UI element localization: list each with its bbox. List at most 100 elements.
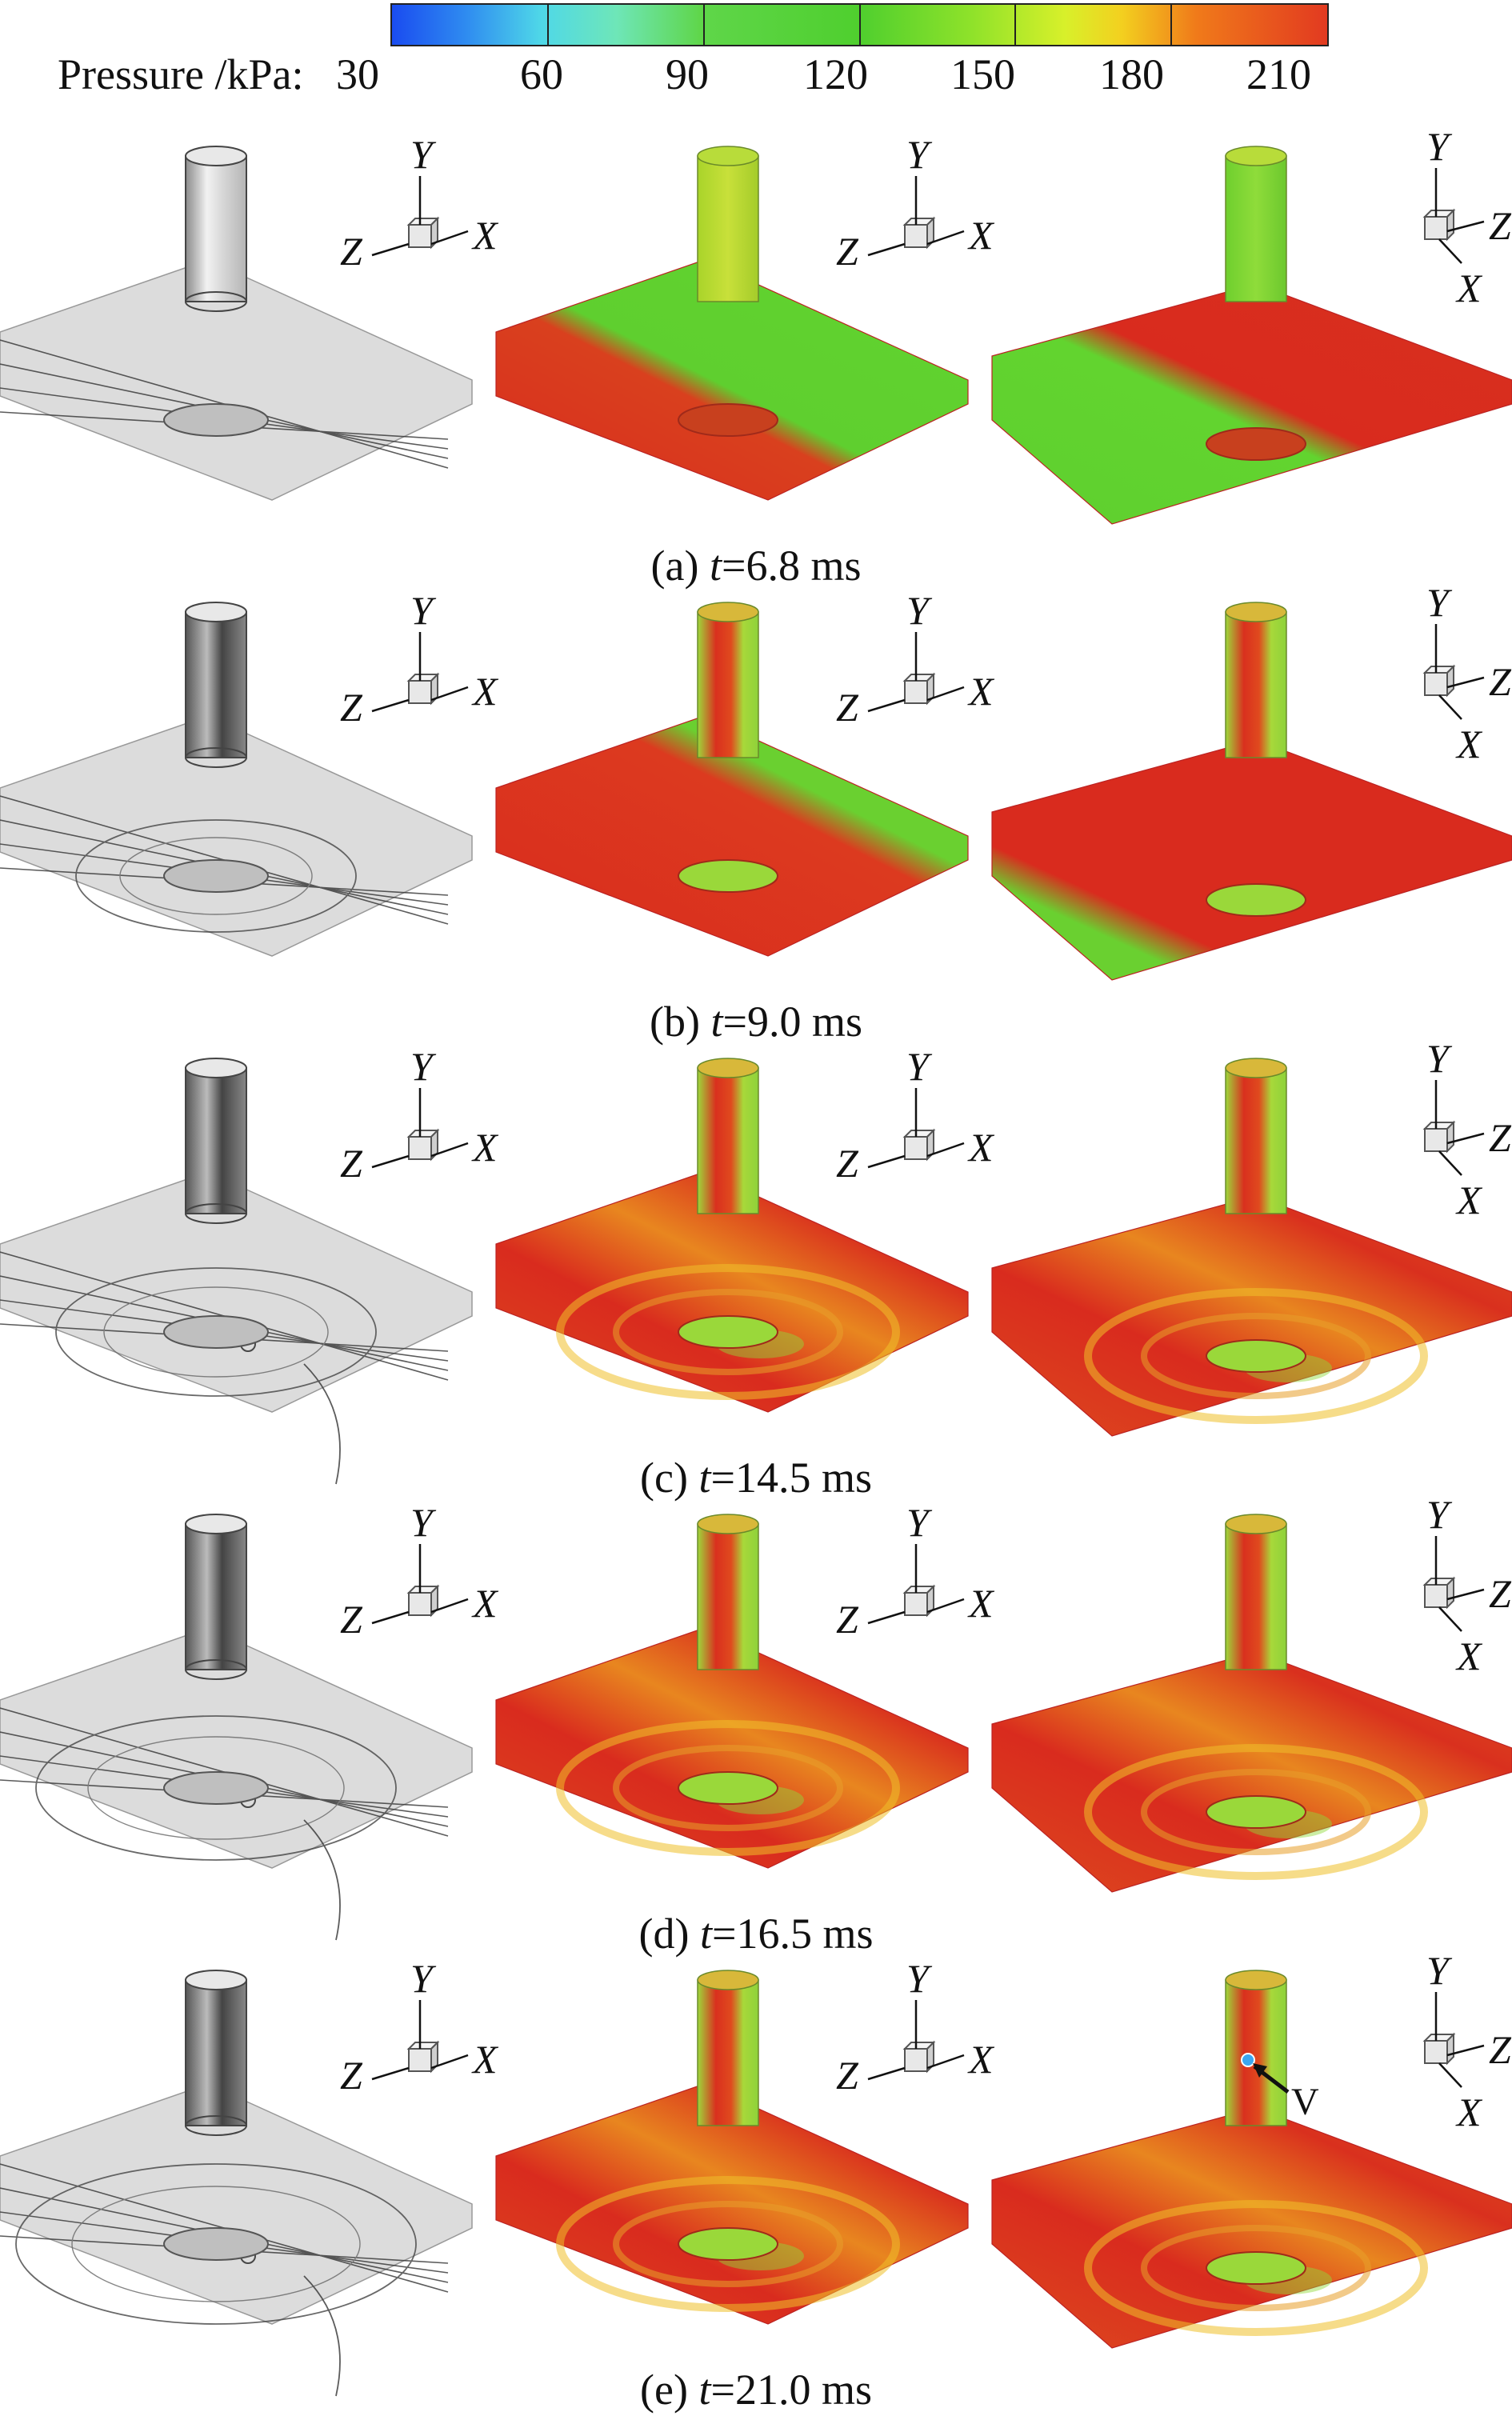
axis-triad: YZX bbox=[1422, 580, 1512, 766]
pressure-panel: YZX bbox=[991, 1492, 1512, 1893]
caption-variable: t bbox=[699, 1910, 712, 1958]
axis-y-label: Y bbox=[410, 1956, 437, 2001]
axis-y-label: Y bbox=[1426, 580, 1453, 625]
cylinder bbox=[1225, 1067, 1287, 1214]
axis-z-label: Z bbox=[836, 2053, 859, 2098]
axis-z-label: Z bbox=[836, 229, 859, 274]
cylinder-base-ring bbox=[1206, 1339, 1306, 1373]
axis-y-label: Y bbox=[906, 1956, 933, 2001]
vortex-label: V bbox=[1291, 2081, 1319, 2123]
colorbar-tick-label: 30 bbox=[336, 50, 379, 98]
row-caption: (c) t=14.5 ms bbox=[0, 1456, 1512, 1499]
cylinder bbox=[1225, 611, 1287, 758]
caption-variable: t bbox=[709, 542, 722, 590]
axis-z-label: Z bbox=[340, 229, 363, 274]
cylinder bbox=[697, 611, 759, 758]
axis-x-label: X bbox=[1455, 266, 1483, 310]
plate-pressure bbox=[991, 739, 1512, 981]
caption-prefix: (c) bbox=[640, 1454, 699, 1502]
axis-y-label: Y bbox=[1426, 1492, 1453, 1537]
colorbar-divider bbox=[702, 5, 705, 45]
row-caption: (e) t=21.0 ms bbox=[0, 2368, 1512, 2411]
cylinder-base-ring bbox=[1206, 2251, 1306, 2285]
cylinder-base-ring bbox=[678, 403, 778, 437]
axis-triad: YZX bbox=[1422, 124, 1512, 310]
cylinder-top bbox=[185, 1058, 247, 1078]
cylinder bbox=[1225, 1979, 1287, 2126]
caption-variable: t bbox=[698, 1454, 711, 1502]
row-caption: (b) t=9.0 ms bbox=[0, 1000, 1512, 1043]
axis-y-label: Y bbox=[410, 588, 437, 633]
axis-z-label: Z bbox=[1489, 203, 1512, 248]
cylinder-top bbox=[185, 146, 247, 166]
axis-y-label: Y bbox=[906, 1500, 933, 1545]
cylinder bbox=[185, 1523, 247, 1670]
cylinder-top bbox=[185, 1514, 247, 1534]
axis-x-label: X bbox=[967, 1125, 995, 1170]
cylinder-top bbox=[1225, 602, 1287, 622]
axis-z-label: Z bbox=[836, 1141, 859, 1186]
cylinder-base-ring bbox=[678, 859, 778, 893]
axis-x-label: X bbox=[967, 669, 995, 714]
cylinder-base-ring bbox=[678, 1771, 778, 1805]
cylinder-base-ring bbox=[1206, 1795, 1306, 1829]
axis-y-label: Y bbox=[1426, 124, 1453, 169]
axis-y-label: Y bbox=[410, 132, 437, 177]
colorbar-tick-label: 210 bbox=[1246, 50, 1311, 98]
cylinder bbox=[185, 1067, 247, 1214]
cylinder bbox=[1225, 155, 1287, 302]
axis-y-label: Y bbox=[906, 588, 933, 633]
caption-prefix: (e) bbox=[640, 2366, 699, 2414]
colorbar-divider bbox=[1170, 5, 1173, 45]
cylinder-top bbox=[697, 1514, 759, 1534]
caption-value: =14.5 ms bbox=[710, 1454, 872, 1502]
axis-z-label: Z bbox=[1489, 2027, 1512, 2072]
axis-y-label: Y bbox=[1426, 1036, 1453, 1081]
axis-y-label: Y bbox=[410, 1500, 437, 1545]
axis-triad: YZX bbox=[1422, 1036, 1512, 1222]
caption-prefix: (b) bbox=[650, 998, 711, 1046]
axis-x-label: X bbox=[1455, 722, 1483, 766]
colorbar-divider bbox=[546, 5, 549, 45]
cylinder-base-ring bbox=[163, 2227, 269, 2261]
colorbar-tick-label: 150 bbox=[950, 50, 1015, 98]
cylinder-top bbox=[697, 602, 759, 622]
caption-variable: t bbox=[710, 998, 723, 1046]
cylinder-top bbox=[1225, 1514, 1287, 1534]
cylinder bbox=[697, 1067, 759, 1214]
cylinder-base-ring bbox=[1206, 427, 1306, 461]
cylinder-base-ring bbox=[163, 859, 269, 893]
pressure-panel: YZX bbox=[991, 580, 1512, 981]
colorbar-tick-label: 90 bbox=[666, 50, 709, 98]
axis-x-label: X bbox=[471, 669, 499, 714]
caption-variable: t bbox=[698, 2366, 711, 2414]
cylinder bbox=[1225, 1523, 1287, 1670]
axis-y-label: Y bbox=[410, 1044, 437, 1089]
axis-z-label: Z bbox=[1489, 659, 1512, 704]
cylinder bbox=[185, 1979, 247, 2126]
cylinder-top bbox=[697, 146, 759, 166]
cylinder-top bbox=[185, 1970, 247, 1990]
cylinder-base-ring bbox=[678, 2227, 778, 2261]
pressure-panel: YZX bbox=[991, 124, 1512, 525]
colorbar-divider bbox=[858, 5, 861, 45]
axis-triad: YZX bbox=[1422, 1492, 1512, 1678]
cylinder bbox=[697, 155, 759, 302]
colorbar-tick-label: 60 bbox=[520, 50, 563, 98]
